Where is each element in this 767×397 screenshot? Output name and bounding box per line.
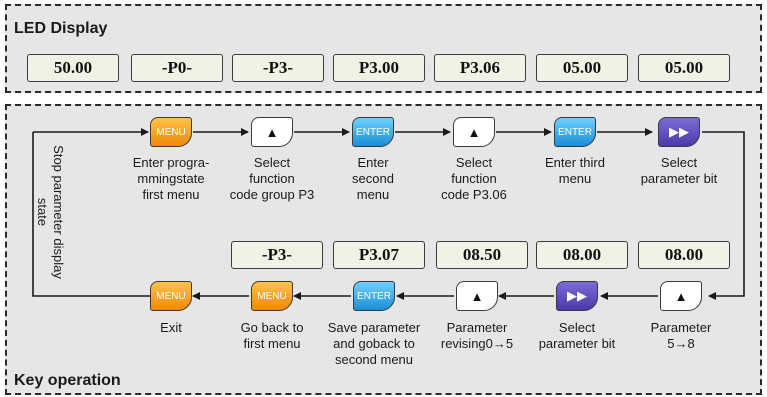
key-operation-title: Key operation [14,372,121,389]
up-arrow-key-icon: ▲ [251,117,293,147]
shift-key-icon: ▶▶ [556,281,598,311]
menu-key-icon: MENU [150,281,192,311]
enter-key-icon: ENTER [352,117,394,147]
led-readout: 08.50 [436,241,528,269]
led-display-value: -P0- [131,54,223,82]
led-readout: 08.00 [638,241,730,269]
led-display-value: 50.00 [27,54,119,82]
flow-arrow [32,132,150,297]
led-display-value: 05.00 [638,54,730,82]
flow-arrow [702,131,745,300]
enter-key-icon: ENTER [353,281,395,311]
up-arrow-key-icon: ▲ [456,281,498,311]
led-display-value: -P3- [232,54,324,82]
menu-key-icon: MENU [251,281,293,311]
up-arrow-key-icon: ▲ [453,117,495,147]
led-display-title: LED Display [14,20,108,37]
led-display-value: P3.00 [333,54,425,82]
enter-key-icon: ENTER [554,117,596,147]
up-arrow-key-icon: ▲ [660,281,702,311]
shift-key-icon: ▶▶ [658,117,700,147]
led-readout: -P3- [231,241,323,269]
led-display-value: P3.06 [434,54,526,82]
led-readout: P3.07 [333,241,425,269]
led-readout: 08.00 [536,241,628,269]
step-caption: Exit [160,320,182,335]
led-display-value: 05.00 [536,54,628,82]
menu-key-icon: MENU [150,117,192,147]
